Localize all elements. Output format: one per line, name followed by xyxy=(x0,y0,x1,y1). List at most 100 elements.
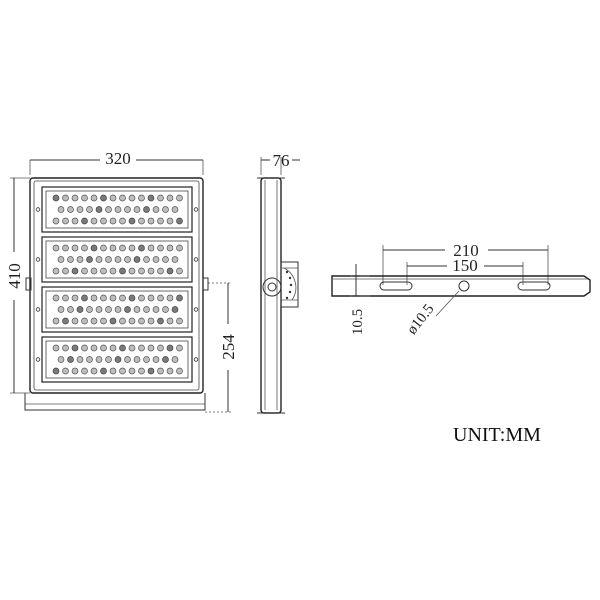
led xyxy=(114,256,122,263)
led xyxy=(143,206,150,213)
led xyxy=(152,306,160,313)
thickness-dimension: 10.5 xyxy=(350,264,370,335)
led xyxy=(157,344,164,352)
screw xyxy=(35,357,41,362)
led xyxy=(62,344,69,352)
led xyxy=(176,344,183,352)
led xyxy=(57,306,65,313)
led xyxy=(128,317,136,325)
led xyxy=(143,306,150,313)
led xyxy=(109,244,117,252)
led xyxy=(76,356,84,363)
led xyxy=(124,356,131,363)
led xyxy=(95,306,103,313)
module-lens xyxy=(45,290,189,329)
led xyxy=(166,317,174,325)
led xyxy=(105,306,112,313)
mount-height-label: 254 xyxy=(219,334,238,360)
led xyxy=(71,344,79,352)
led xyxy=(76,206,84,213)
led xyxy=(76,256,84,263)
led xyxy=(138,317,145,325)
led xyxy=(86,356,93,363)
led xyxy=(162,206,169,213)
led xyxy=(90,317,98,325)
side-pivot-inner xyxy=(267,282,277,292)
led xyxy=(138,367,145,375)
led xyxy=(52,194,60,202)
led xyxy=(71,367,79,375)
led xyxy=(119,267,126,275)
led xyxy=(52,244,60,252)
led xyxy=(143,356,150,363)
bottom-bracket xyxy=(24,393,206,411)
housing-inner xyxy=(33,180,200,391)
led xyxy=(162,356,169,363)
led xyxy=(90,267,98,275)
led xyxy=(157,367,164,375)
led xyxy=(138,217,145,225)
led xyxy=(57,206,65,213)
led xyxy=(109,217,117,225)
led xyxy=(62,367,69,375)
led xyxy=(57,256,65,263)
led xyxy=(147,267,155,275)
depth-label: 76 xyxy=(273,151,290,170)
led xyxy=(67,206,74,213)
led xyxy=(157,267,164,275)
led xyxy=(152,356,160,363)
led xyxy=(176,217,183,225)
led xyxy=(81,217,88,225)
side-view: 76 xyxy=(257,151,300,414)
led xyxy=(114,356,122,363)
led xyxy=(52,317,60,325)
led xyxy=(128,344,136,352)
led-modules xyxy=(35,186,199,383)
led xyxy=(176,267,183,275)
led-module xyxy=(35,286,199,333)
span-inner-dimension: 150 xyxy=(406,256,524,285)
led xyxy=(138,344,145,352)
led xyxy=(71,194,79,202)
screw xyxy=(193,207,199,212)
front-view: 320 410 254 xyxy=(5,149,238,413)
led xyxy=(86,256,93,263)
led xyxy=(166,267,174,275)
module-lens xyxy=(45,240,189,279)
mount-height-dimension: 254 xyxy=(205,282,238,413)
led xyxy=(119,217,126,225)
span-outer-label: 210 xyxy=(453,241,479,260)
led xyxy=(176,367,183,375)
led xyxy=(138,194,145,202)
led xyxy=(52,367,60,375)
left-slot xyxy=(379,281,413,291)
led xyxy=(133,256,141,263)
depth-dimension: 76 xyxy=(260,151,300,175)
led xyxy=(128,367,136,375)
left-pivot xyxy=(25,277,32,291)
led xyxy=(95,206,103,213)
led xyxy=(81,367,88,375)
led xyxy=(171,206,179,213)
bracket-bar xyxy=(331,275,591,297)
led xyxy=(71,217,79,225)
led xyxy=(109,194,117,202)
led xyxy=(166,244,174,252)
span-inner-label: 150 xyxy=(452,256,478,275)
led xyxy=(100,217,107,225)
led xyxy=(176,294,183,302)
led xyxy=(157,317,164,325)
led xyxy=(147,217,155,225)
led xyxy=(86,306,93,313)
side-pivot-outer xyxy=(262,277,282,297)
led xyxy=(90,244,98,252)
module-lens xyxy=(45,340,189,379)
height-label: 410 xyxy=(5,263,24,289)
led-module xyxy=(35,336,199,383)
right-slot xyxy=(517,281,551,291)
led xyxy=(166,194,174,202)
thickness-label: 10.5 xyxy=(350,309,366,335)
led xyxy=(166,367,174,375)
led xyxy=(67,356,74,363)
